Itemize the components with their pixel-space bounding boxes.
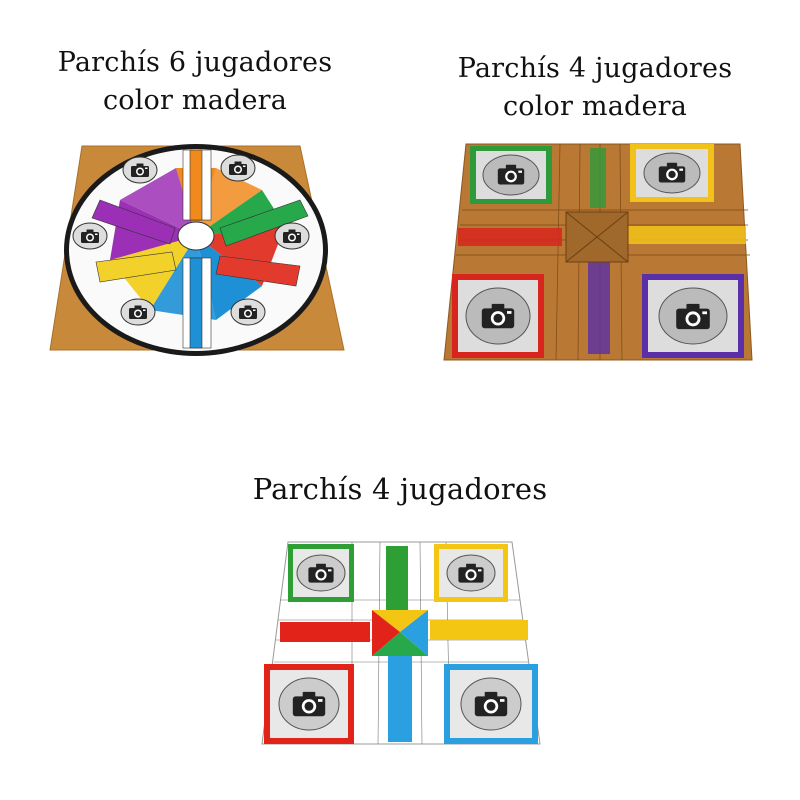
- p6-lanes: [91, 149, 309, 349]
- p4w-home-yellow: [630, 144, 714, 202]
- p4w-lane-red: [458, 228, 562, 246]
- p4c-lane-yellow: [430, 620, 528, 640]
- p4c-home-yellow: [434, 544, 508, 602]
- product-2-title-line1: Parchís 4 jugadores: [457, 53, 733, 84]
- p4w-lane-green: [590, 148, 606, 208]
- p6-center: [177, 221, 215, 251]
- product-2-title: Parchís 4 jugadores color madera: [440, 50, 750, 126]
- product-3-title: Parchís 4 jugadores: [200, 470, 600, 508]
- p4c-lane-blue: [388, 650, 412, 742]
- p4c-center: [372, 610, 428, 656]
- p4c-home-red: [264, 664, 354, 744]
- p4w-lane-yellow: [628, 226, 746, 244]
- product-1-title-line1: Parchís 6 jugadores: [57, 47, 333, 78]
- p4w-home-red: [452, 274, 544, 358]
- p4c-lane-green: [386, 546, 408, 610]
- p4c-home-green: [288, 544, 354, 602]
- product-1-title-line2: color madera: [102, 85, 288, 116]
- product-3-title-line1: Parchís 4 jugadores: [252, 472, 548, 506]
- p4w-home-purple: [642, 274, 744, 358]
- p4c-lane-red: [280, 622, 370, 642]
- p4c-home-blue: [444, 664, 538, 744]
- p4w-lane-purple: [588, 262, 610, 354]
- product-1-title: Parchís 6 jugadores color madera: [40, 44, 350, 120]
- p6-homes: [72, 154, 310, 326]
- p4w-home-green: [470, 146, 552, 204]
- product-2-title-line2: color madera: [502, 91, 688, 122]
